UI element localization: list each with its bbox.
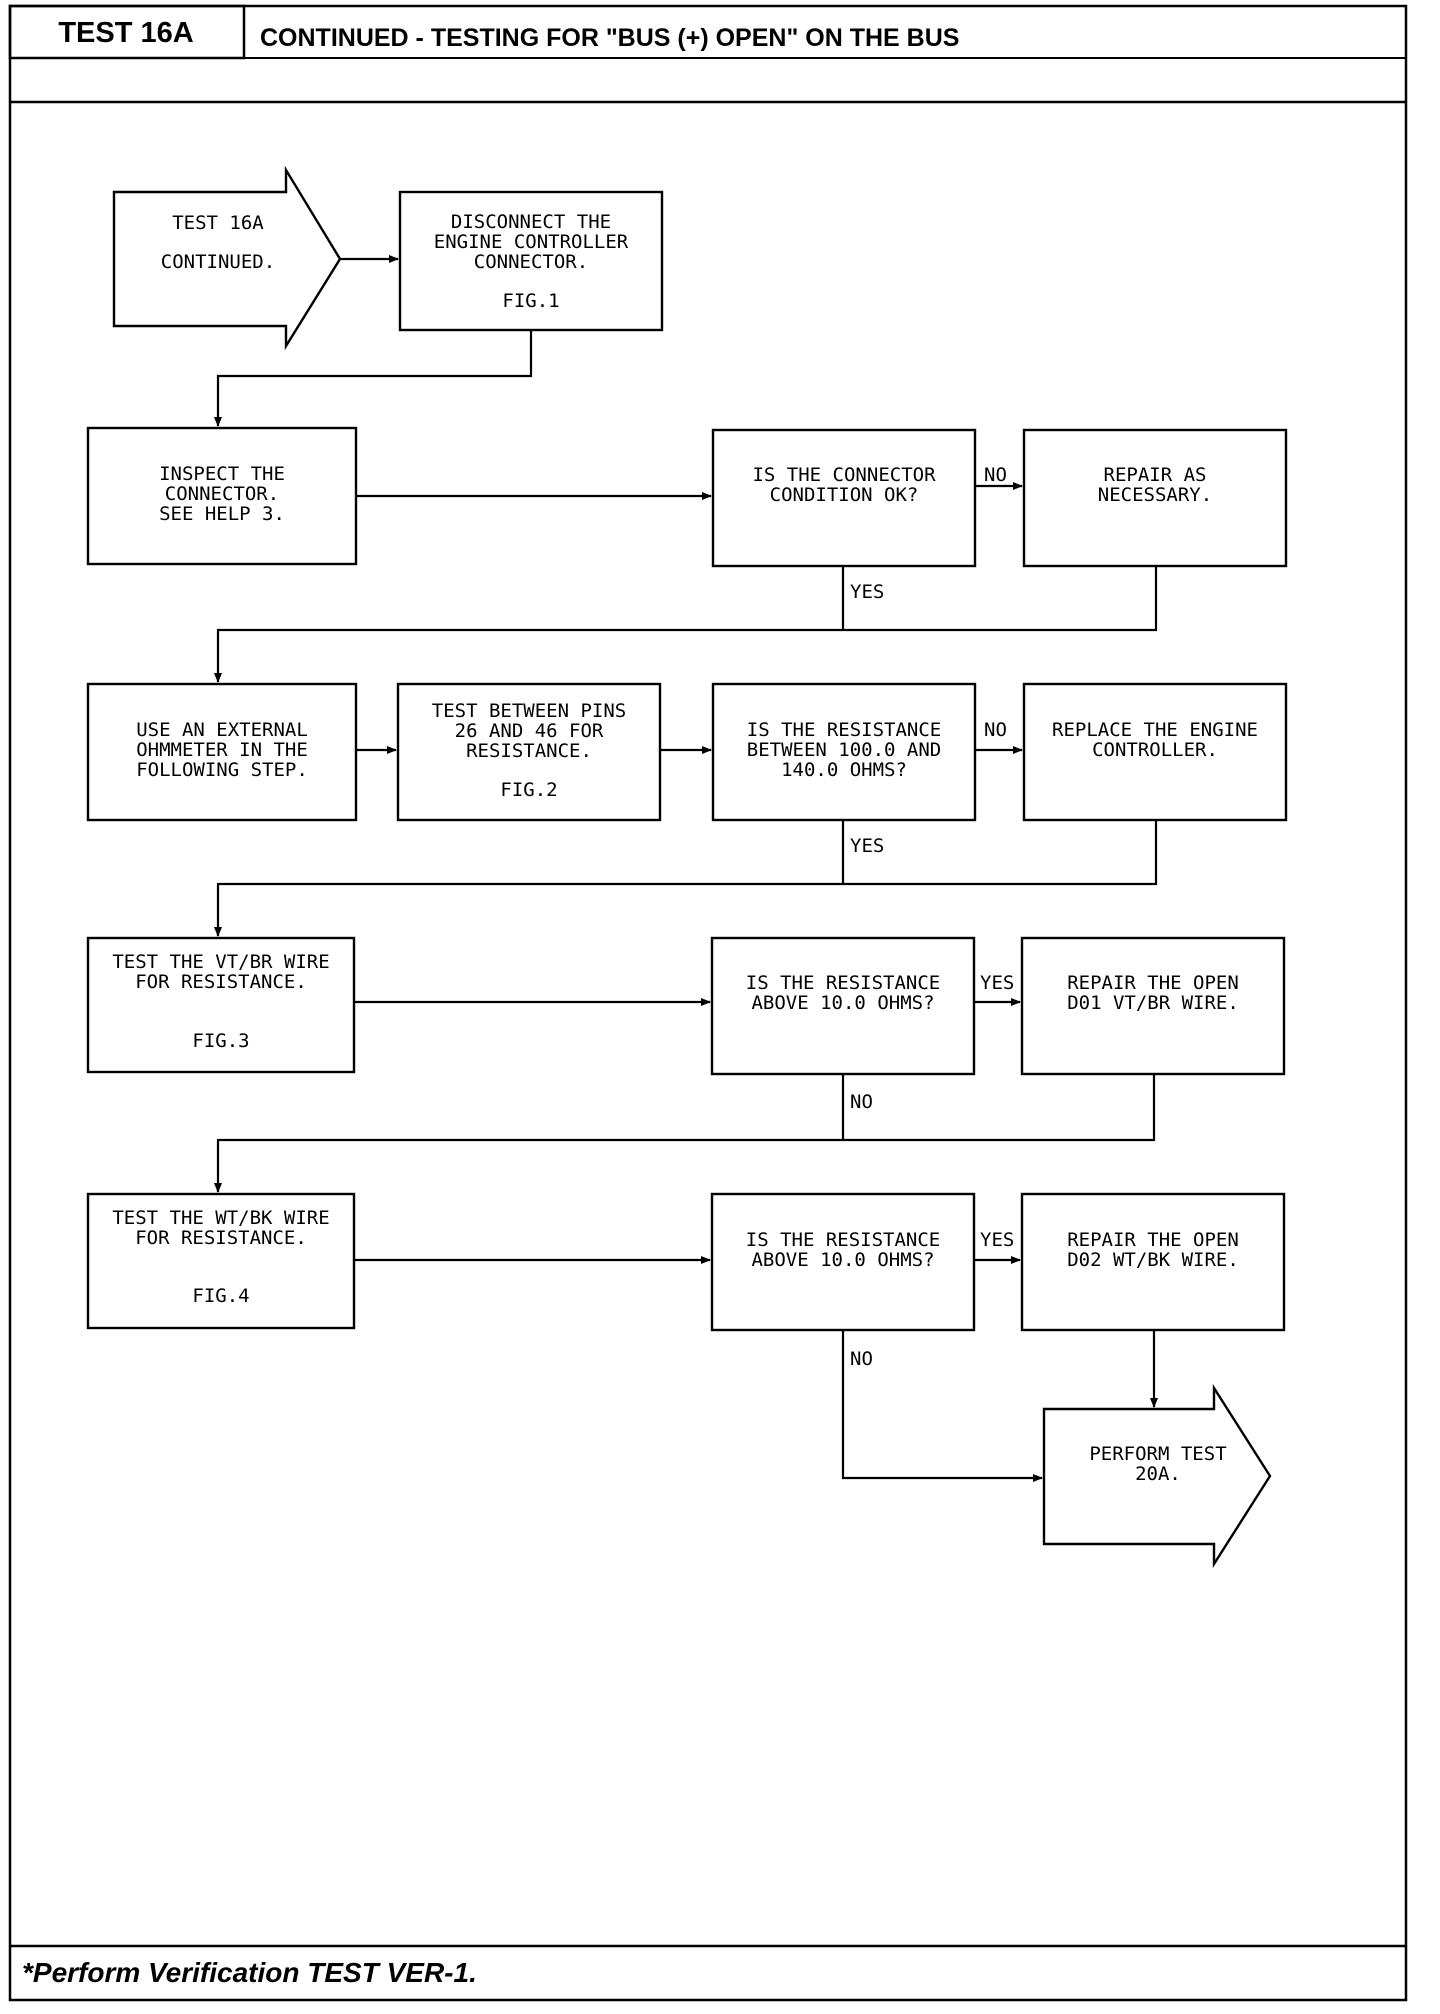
test-pins-text-2: 26 AND 46 FOR: [455, 720, 604, 742]
label-yes-1: YES: [850, 581, 884, 603]
connector-row4-to-row5: [214, 1074, 1156, 1193]
test-wtbk-box: [86, 1192, 356, 1330]
test-wtbk-text-1: TEST THE WT/BK WIRE: [112, 1207, 329, 1229]
footer-note: *Perform Verification TEST VER-1.: [22, 1957, 477, 1988]
page-frame: [8, 4, 1408, 2002]
test-vtbr-fig: FIG.3: [192, 1030, 249, 1052]
repair-necessary-box: [1022, 428, 1288, 568]
ohmmeter-box: [86, 682, 358, 822]
start-text-2: CONTINUED.: [161, 251, 275, 273]
resistance-between-text-2: BETWEEN 100.0 AND: [747, 739, 941, 761]
connector-question-box: [711, 428, 977, 568]
label-no-3: NO: [850, 1091, 873, 1113]
inspect-text-3: SEE HELP 3.: [159, 503, 285, 525]
disconnect-text-1: DISCONNECT THE: [451, 211, 611, 233]
repair-d02-text-1: REPAIR THE OPEN: [1067, 1229, 1239, 1251]
resistance-between-text-1: IS THE RESISTANCE: [747, 719, 941, 741]
resistance-above-question-1-box: [710, 936, 976, 1076]
disconnect-text-2: ENGINE CONTROLLER: [434, 231, 629, 253]
test-vtbr-box: [86, 936, 356, 1074]
page: TEST 16A CONTINUED - TESTING FOR "BUS (+…: [8, 4, 1408, 2004]
test-wtbk-fig: FIG.4: [192, 1285, 249, 1307]
start-arrow-box: [112, 165, 342, 351]
replace-controller-text-2: CONTROLLER.: [1092, 739, 1218, 761]
connector-question-text-2: CONDITION OK?: [770, 484, 919, 506]
label-yes-2: YES: [850, 835, 884, 857]
disconnect-fig: FIG.1: [502, 290, 559, 312]
repair-d01-text-1: REPAIR THE OPEN: [1067, 972, 1239, 994]
repair-d01-box: [1020, 936, 1286, 1076]
test-pins-text-1: TEST BETWEEN PINS: [432, 700, 626, 722]
label-yes-3: YES: [980, 972, 1014, 994]
label-yes-4: YES: [980, 1229, 1014, 1251]
test-pins-fig: FIG.2: [500, 779, 557, 801]
connector-no-to-perform: [841, 1330, 1043, 1482]
ohmmeter-text-3: FOLLOWING STEP.: [136, 759, 308, 781]
inspect-text-1: INSPECT THE: [159, 463, 285, 485]
test-vtbr-text-1: TEST THE VT/BR WIRE: [112, 951, 329, 973]
repair-necessary-text-2: NECESSARY.: [1098, 484, 1212, 506]
perform-test-text-1: PERFORM TEST: [1089, 1443, 1226, 1465]
test-id: TEST 16A: [58, 17, 193, 49]
repair-d02-box: [1020, 1192, 1286, 1332]
replace-controller-text-1: REPLACE THE ENGINE: [1052, 719, 1258, 741]
ohmmeter-text-2: OHMMETER IN THE: [136, 739, 308, 761]
connector-disconnect-to-inspect: [214, 330, 533, 427]
resistance-above-question-2-box: [710, 1192, 976, 1332]
resistance-between-text-3: 140.0 OHMS?: [781, 759, 907, 781]
test-vtbr-text-2: FOR RESISTANCE.: [135, 971, 307, 993]
test-pins-box: [396, 682, 662, 822]
label-no-1: NO: [984, 464, 1007, 486]
perform-test-arrow-box: [1042, 1383, 1272, 1569]
test-id-box: [8, 4, 246, 60]
repair-d01-text-2: D01 VT/BR WIRE.: [1067, 992, 1239, 1014]
inspect-text-2: CONNECTOR.: [165, 483, 279, 505]
label-no-4: NO: [850, 1348, 873, 1370]
resistance-above-2-text-2: ABOVE 10.0 OHMS?: [751, 1249, 934, 1271]
page-title: CONTINUED - TESTING FOR "BUS (+) OPEN" O…: [260, 24, 959, 52]
inspect-box: [86, 426, 358, 566]
ohmmeter-text-1: USE AN EXTERNAL: [136, 719, 308, 741]
repair-d02-text-2: D02 WT/BK WIRE.: [1067, 1249, 1239, 1271]
replace-controller-box: [1022, 682, 1288, 822]
label-no-2: NO: [984, 719, 1007, 741]
test-pins-text-3: RESISTANCE.: [466, 740, 592, 762]
disconnect-text-3: CONNECTOR.: [474, 251, 588, 273]
connector-row3-to-row4: [214, 820, 1158, 937]
start-text-1: TEST 16A: [172, 212, 264, 234]
perform-test-text-2: 20A.: [1135, 1463, 1181, 1485]
connector-question-text-1: IS THE CONNECTOR: [752, 464, 936, 486]
flowchart-diagram: TEST 16A CONTINUED - TESTING FOR "BUS (+…: [8, 4, 1408, 2002]
connector-row2-to-row3: [214, 566, 1158, 683]
resistance-between-question-box: [711, 682, 977, 822]
resistance-above-2-text-1: IS THE RESISTANCE: [746, 1229, 940, 1251]
test-wtbk-text-2: FOR RESISTANCE.: [135, 1227, 307, 1249]
repair-necessary-text-1: REPAIR AS: [1104, 464, 1207, 486]
resistance-above-1-text-2: ABOVE 10.0 OHMS?: [751, 992, 934, 1014]
resistance-above-1-text-1: IS THE RESISTANCE: [746, 972, 940, 994]
